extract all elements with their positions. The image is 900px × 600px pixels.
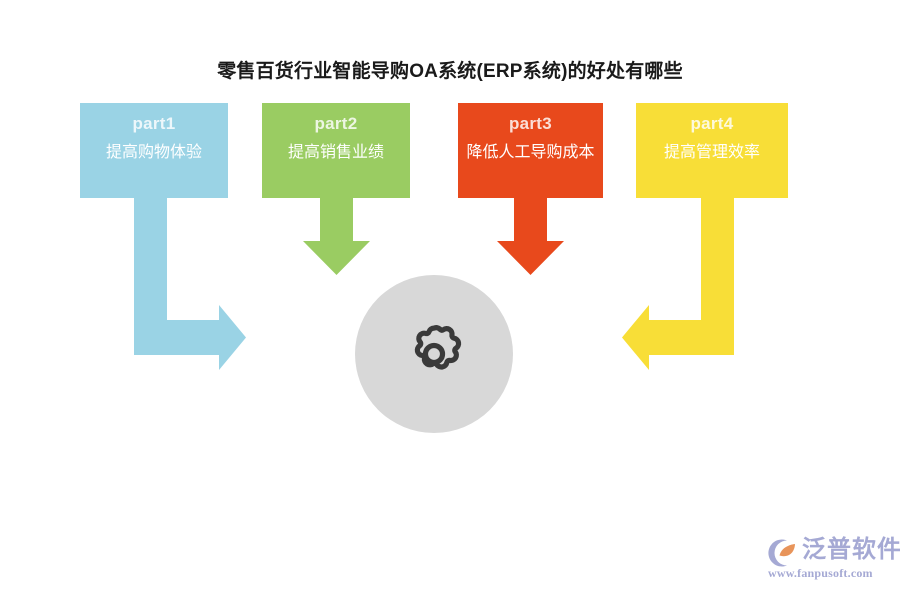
card-part1: part1 提高购物体验 [80, 103, 228, 198]
logo-url-text: www.fanpusoft.com [768, 566, 873, 580]
card-part4-description: 提高管理效率 [663, 144, 760, 161]
card-part1-description: 提高购物体验 [105, 144, 202, 161]
logo-brand-text: 泛普软件 [802, 536, 900, 563]
arrow-part4-elbow-down-left [622, 198, 734, 370]
card-part2: part2 提高销售业绩 [262, 103, 410, 198]
card-part3-label: part3 [508, 114, 553, 133]
card-part4-label: part4 [690, 114, 734, 133]
card-part3: part3 降低人工导购成本 [458, 103, 603, 198]
card-part4: part4 提高管理效率 [636, 103, 788, 198]
arrow-part1-elbow-down-right [134, 198, 246, 370]
page-title: 零售百货行业智能导购OA系统(ERP系统)的好处有哪些 [217, 61, 683, 82]
arrow-part3-down [497, 198, 564, 275]
arrow-part2-down [303, 198, 370, 275]
card-part1-label: part1 [132, 114, 176, 133]
company-logo: 泛普软件 www.fanpusoft.com [766, 534, 900, 586]
gear-icon [414, 325, 462, 370]
card-part2-description: 提高销售业绩 [287, 144, 384, 161]
card-part2-label: part2 [314, 114, 358, 133]
card-part3-description: 降低人工导购成本 [466, 144, 595, 161]
center-hub [355, 275, 513, 433]
logo-mark-icon [768, 539, 795, 567]
